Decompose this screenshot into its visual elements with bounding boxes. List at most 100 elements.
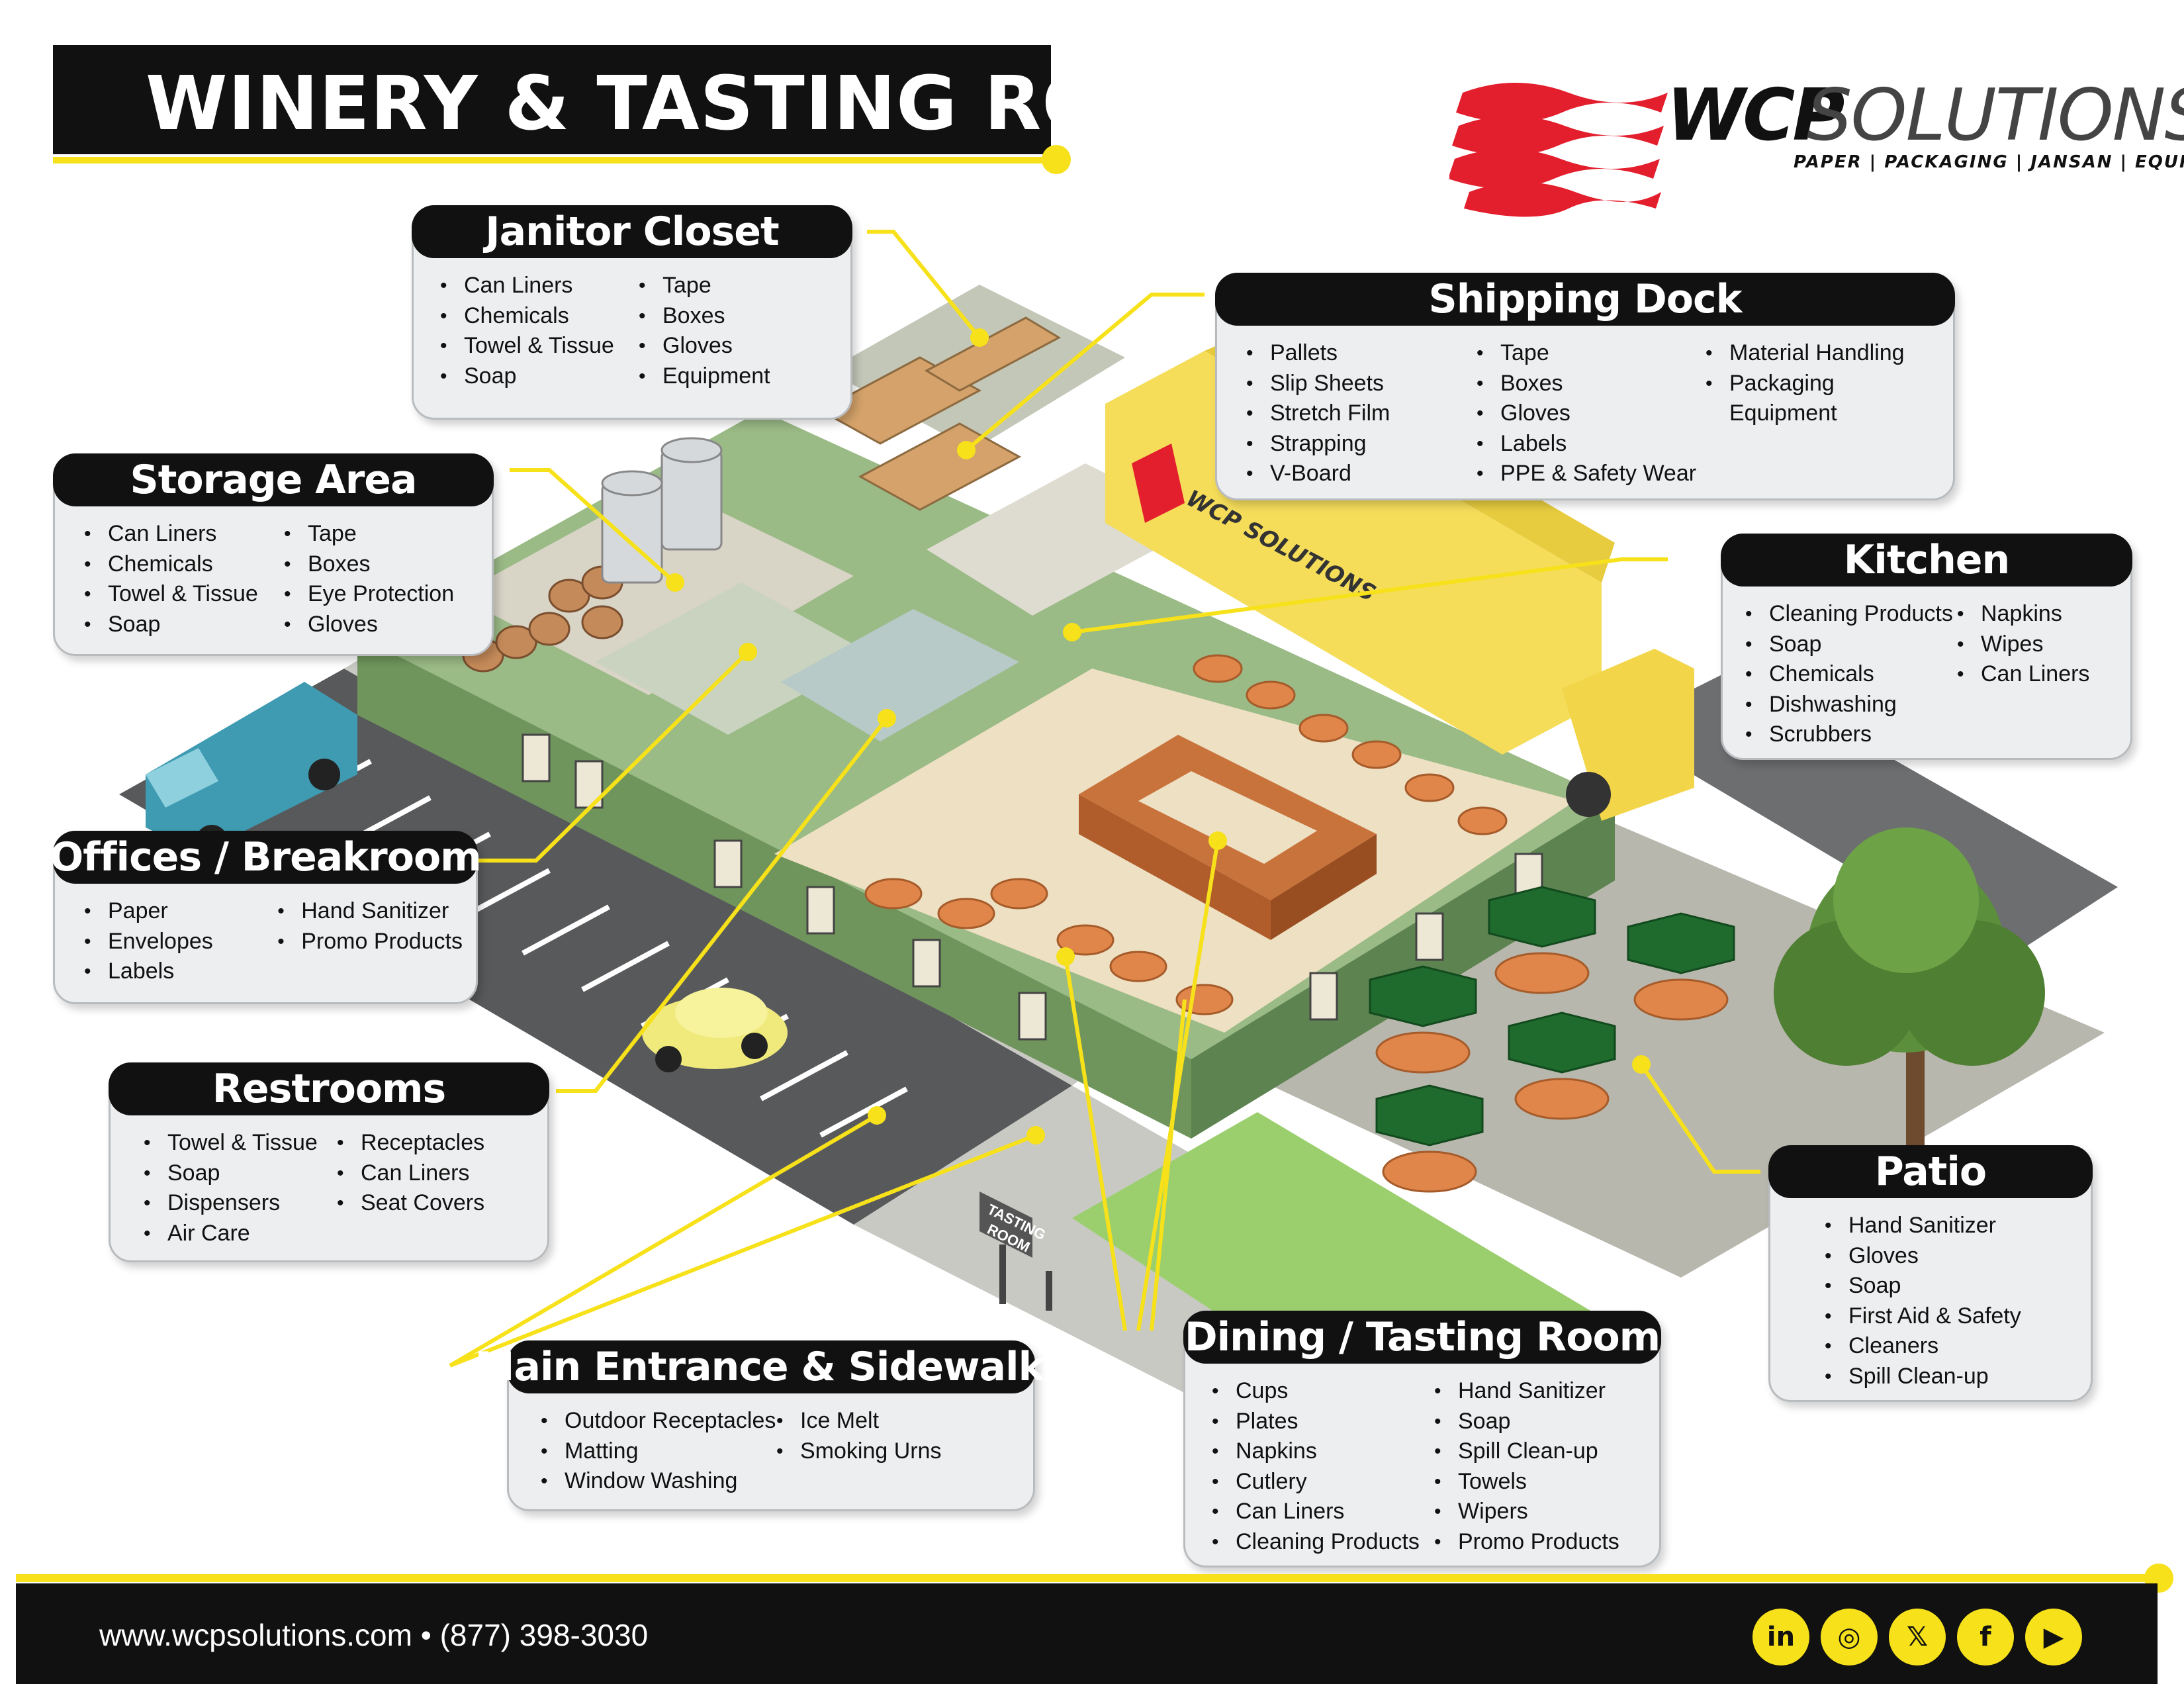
list-item: Hand Sanitizer [1434,1376,1619,1407]
list-item: Labels [1477,429,1706,459]
page-title: WINERY & TASTING ROOM [146,61,1244,147]
list-item: Paper [84,896,277,927]
list-item: Soap [84,610,284,640]
card-title: Storage Area [130,457,418,503]
facebook-icon[interactable]: f [1957,1609,2014,1665]
list-item: Wipes [1957,630,2089,660]
list-item: Soap [440,361,639,392]
list-item: Slip Sheets [1246,369,1477,399]
wine-tanks [601,437,723,584]
list-item: Tape [639,271,770,301]
list-item: Scrubbers [1745,720,1957,750]
list-item: Spill Clean-up [1825,1362,2021,1392]
list-item: Can Liners [337,1158,484,1189]
list-item: Can Liners [1212,1497,1434,1527]
list-item: PPE & Safety Wear [1477,459,1706,489]
list-item: Gloves [1825,1241,2021,1272]
callout-lines [449,230,1760,1368]
list-item: Material Handling [1706,338,1905,369]
list-item: Cups [1212,1376,1434,1407]
list-item: Gloves [639,331,770,361]
list-item: Packaging [1706,369,1905,399]
list-item: Dispensers [144,1188,337,1219]
list-item: Napkins [1957,599,2089,630]
card-title: Shipping Dock [1428,276,1742,322]
card-storage-area: Storage Area Can Liners Chemicals Towel … [53,453,494,656]
card-header: Offices / Breakroom [50,831,482,884]
list-item: Wipers [1434,1497,1619,1527]
card-header: Shipping Dock [1215,273,1955,326]
list-item: Chemicals [1745,659,1957,690]
list-item: Boxes [284,549,454,580]
list-item: Boxes [1477,369,1706,399]
list-item: Equipment [639,361,770,392]
card-janitor-closet: Janitor Closet Can Liners Chemicals Towe… [412,205,852,420]
card-title: Kitchen [1843,537,2010,583]
card-patio: Patio Hand Sanitizer Gloves Soap First A… [1768,1145,2093,1402]
list-item: Ice Melt [776,1406,942,1436]
list-item: Chemicals [440,301,639,332]
card-header: Main Entrance & Sidewalks [475,1340,1068,1393]
card-dining-tasting-room: Dining / Tasting Room Cups Plates Napkin… [1183,1311,1661,1568]
list-item: Eye Protection [284,579,454,610]
cafe-tables [864,654,1508,1015]
card-title: Janitor Closet [485,209,779,255]
card-header: Storage Area [53,453,494,506]
list-item: Soap [1745,630,1957,660]
logo-brand: WCP [1666,74,1845,157]
card-main-entrance-sidewalks: Main Entrance & Sidewalks Outdoor Recept… [475,1340,1068,1511]
instagram-icon[interactable]: ◎ [1821,1609,1878,1665]
list-item: Receptacles [337,1128,484,1158]
x-icon[interactable]: 𝕏 [1889,1609,1946,1665]
list-item: Soap [1825,1271,2021,1301]
title-banner: WINERY & TASTING ROOM [53,45,1243,174]
list-item: V-Board [1246,459,1477,489]
list-item: Tape [1477,338,1706,369]
list-item: Labels [84,957,277,987]
card-shipping-dock: Shipping Dock Pallets Slip Sheets Stretc… [1215,273,1955,500]
tree [1774,827,2045,1145]
list-item: Window Washing [541,1466,776,1497]
linkedin-icon[interactable]: in [1752,1609,1809,1665]
list-item: Can Liners [440,271,639,301]
list-item: Promo Products [1434,1527,1619,1558]
card-header: Dining / Tasting Room [1183,1311,1661,1364]
logo-tagline: PAPER | PACKAGING | JANSAN | EQUIPMENT [1794,152,2184,172]
list-item: Soap [144,1158,337,1189]
list-item: Napkins [1212,1436,1434,1467]
car [642,988,788,1072]
card-title: Dining / Tasting Room [1184,1314,1661,1360]
pallet-racks [818,316,1062,511]
list-item: Dishwashing [1745,690,1957,720]
card-kitchen: Kitchen Cleaning Products Soap Chemicals… [1721,534,2132,760]
card-title: Offices / Breakroom [50,834,481,880]
card-header: Kitchen [1721,534,2132,586]
footer-accent-line [16,1574,2158,1582]
list-item: Stretch Film [1246,399,1477,429]
title-underline [53,157,1051,164]
list-item: Plates [1212,1407,1434,1437]
logo-flag-icon [1449,83,1668,217]
list-item: Boxes [639,301,770,332]
list-item: Gloves [284,610,454,640]
list-item: Envelopes [84,927,277,957]
list-item: First Aid & Safety [1825,1301,2021,1332]
list-item: Towels [1434,1467,1619,1497]
card-header: Patio [1768,1145,2093,1198]
list-item: Hand Sanitizer [1825,1211,2021,1241]
card-title: Main Entrance & Sidewalks [475,1344,1068,1390]
list-item: Chemicals [84,549,284,580]
title-underline-dot [1042,145,1071,174]
footer-contact[interactable]: www.wcpsolutions.com • (877) 398-3030 [99,1618,649,1652]
list-item: Air Care [144,1219,337,1249]
list-item: Outdoor Receptacles [541,1406,776,1436]
patio-umbrellas [1369,886,1735,1147]
list-item: Soap [1434,1407,1619,1437]
list-item: Hand Sanitizer [277,896,463,927]
youtube-icon[interactable]: ▶ [2025,1609,2082,1665]
logo-brand-2: SOLUTIONS [1807,74,2184,157]
list-item: Seat Covers [337,1188,484,1219]
list-item: Tape [284,519,454,549]
card-header: Restrooms [109,1062,549,1115]
list-item: Matting [541,1436,776,1467]
